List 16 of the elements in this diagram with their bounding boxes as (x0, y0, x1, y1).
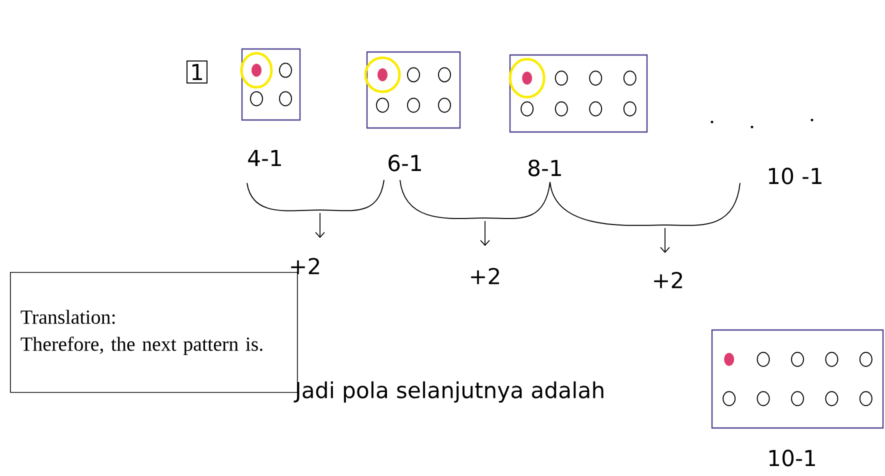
text: Therefore, the next pattern is. (20, 336, 262, 355)
expression: 8-1 (528, 160, 561, 176)
expression: 10-1 (769, 450, 815, 466)
dot-box (240, 48, 301, 121)
item-number: 1 (186, 60, 208, 84)
expression: +2 (471, 268, 500, 284)
expression: 6-1 (388, 154, 421, 172)
sentence: Jadi pola selanjutnya adalah (294, 381, 604, 403)
expression: +2 (291, 258, 320, 274)
dot-box (364, 51, 461, 129)
expression: 4-1 (248, 150, 281, 166)
expression: +2 (654, 272, 682, 288)
dot-box (508, 54, 648, 133)
dot-box (711, 329, 884, 429)
expression: 10 -1 (768, 168, 822, 184)
heading: Translation: (20, 310, 115, 324)
